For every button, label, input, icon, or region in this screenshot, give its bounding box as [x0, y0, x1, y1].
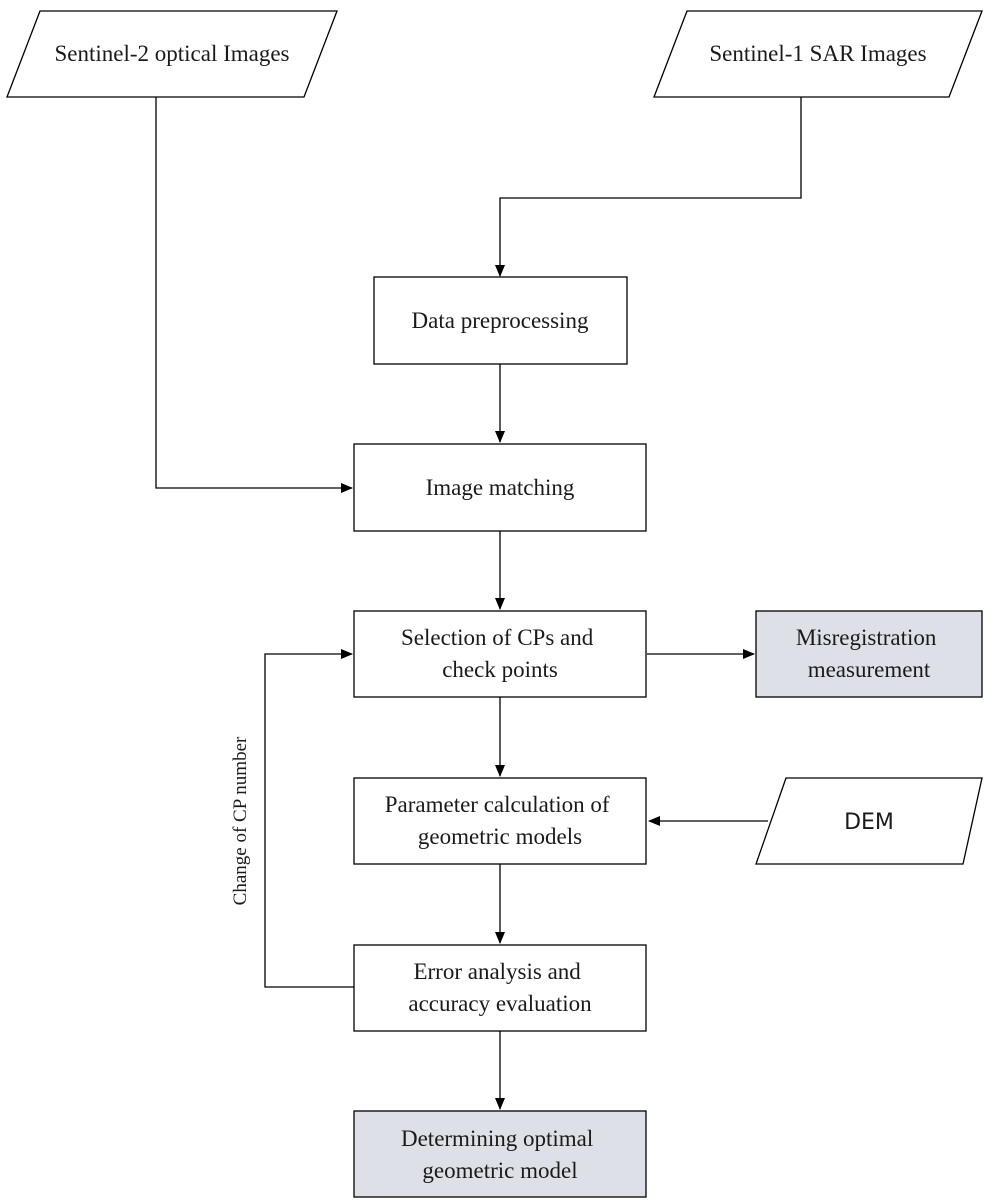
selection-label-line-2: check points: [442, 657, 558, 682]
error-label-line-2: accuracy evaluation: [408, 991, 592, 1016]
optimal-label-line-2: geometric model: [422, 1158, 577, 1183]
edge-optical-to-matching: [155, 97, 353, 493]
output-box: [755, 610, 983, 698]
input-sentinel-1-sar: Sentinel-1 SAR Images: [653, 10, 983, 98]
output-misregistration-measurement: Misregistration measurement: [755, 610, 983, 698]
edge-sar-to-preprocessing: [495, 97, 802, 277]
process-box: [353, 443, 647, 532]
input-sentinel-2-optical: Sentinel-2 optical Images: [6, 10, 338, 98]
selection-label: Selection of CPs and check points: [401, 625, 599, 682]
step-image-matching: Image matching: [353, 443, 647, 532]
misregistration-label-line-1: Misregistration: [796, 625, 937, 650]
process-box: [353, 610, 647, 698]
loop-label-change-of-cp-number: Change of CP number: [230, 736, 251, 905]
error-label: Error analysis and accuracy evaluation: [408, 959, 592, 1016]
misregistration-label: Misregistration measurement: [796, 625, 942, 682]
selection-label-line-1: Selection of CPs and: [401, 625, 594, 650]
optimal-label-line-1: Determining optimal: [401, 1126, 593, 1151]
parameter-label: Parameter calculation of geometric model…: [385, 792, 616, 849]
input-sentinel-1-label: Sentinel-1 SAR Images: [709, 41, 926, 66]
input-sentinel-2-label: Sentinel-2 optical Images: [54, 41, 289, 66]
connectors: [155, 97, 802, 1110]
parallelogram-shape: [755, 777, 983, 865]
output-optimal-geometric-model: Determining optimal geometric model: [353, 1110, 647, 1198]
image-matching-label: Image matching: [426, 475, 575, 500]
step-selection-of-cps: Selection of CPs and check points: [353, 610, 647, 698]
error-label-line-1: Error analysis and: [413, 959, 581, 984]
edge-error-loop-to-selection: [264, 649, 354, 988]
input-dem: DEM: [755, 777, 983, 865]
optimal-label: Determining optimal geometric model: [401, 1126, 599, 1183]
data-preprocessing-label: Data preprocessing: [412, 308, 589, 333]
process-box: [373, 276, 628, 365]
step-data-preprocessing: Data preprocessing: [373, 276, 628, 365]
step-error-analysis: Error analysis and accuracy evaluation: [353, 944, 647, 1032]
process-box: [353, 944, 647, 1032]
parallelogram-shape: [653, 10, 983, 98]
parameter-label-line-1: Parameter calculation of: [385, 792, 610, 817]
output-box: [353, 1110, 647, 1198]
parameter-label-line-2: geometric models: [418, 824, 582, 849]
parallelogram-shape: [6, 10, 338, 98]
process-box: [353, 777, 647, 865]
dem-label: DEM: [844, 810, 894, 835]
step-parameter-calculation: Parameter calculation of geometric model…: [353, 777, 647, 865]
misregistration-label-line-2: measurement: [808, 657, 931, 682]
